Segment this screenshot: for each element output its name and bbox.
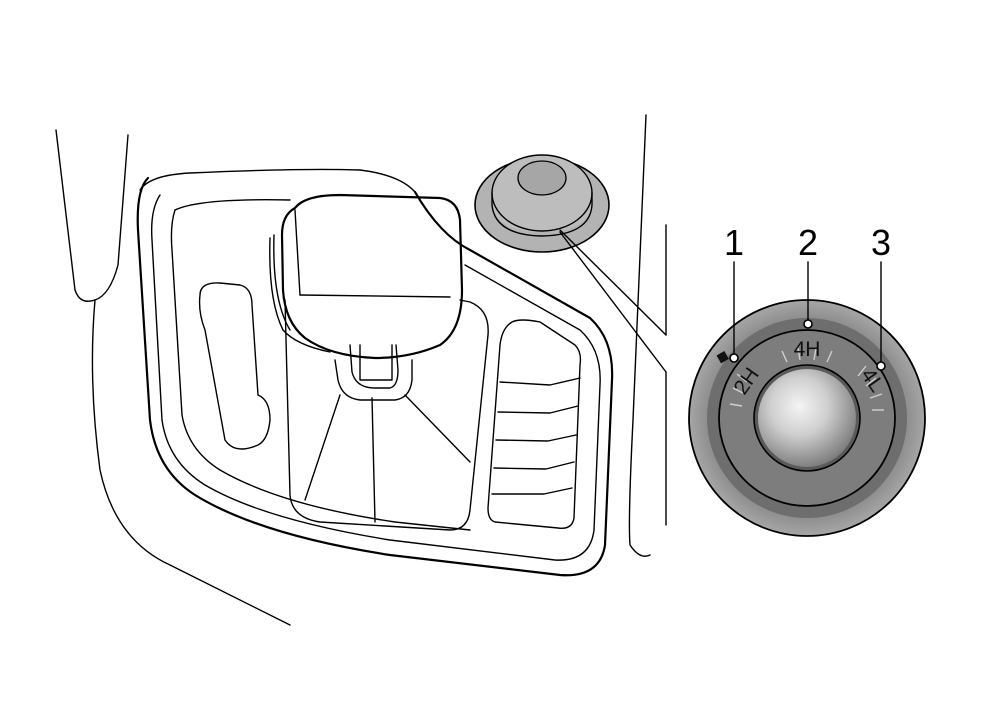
callout-marker-1 — [729, 353, 739, 363]
dial-label-4h: 4H — [794, 338, 821, 361]
dial-ticks — [729, 347, 884, 411]
console-bezel — [136, 176, 614, 577]
callouts: 1 2 3 — [724, 222, 891, 371]
shift-boot — [284, 299, 489, 531]
detail-leader-lines — [559, 224, 667, 526]
console-vent — [487, 319, 582, 529]
console-surround — [55, 114, 651, 626]
gear-shift-lever — [269, 193, 489, 531]
4wd-selector-dial: 2H 4H 4L — [688, 299, 926, 537]
storage-slot — [198, 282, 271, 450]
callout-marker-3 — [876, 361, 886, 371]
callout-number-1: 1 — [724, 222, 744, 263]
callout-number-3: 3 — [871, 222, 891, 263]
dial-knob — [758, 369, 856, 467]
push-button — [474, 154, 610, 253]
indicator-lamp-icon — [716, 351, 729, 364]
callout-marker-2 — [803, 319, 813, 329]
shift-knob — [280, 193, 464, 360]
callout-number-2: 2 — [798, 222, 818, 263]
